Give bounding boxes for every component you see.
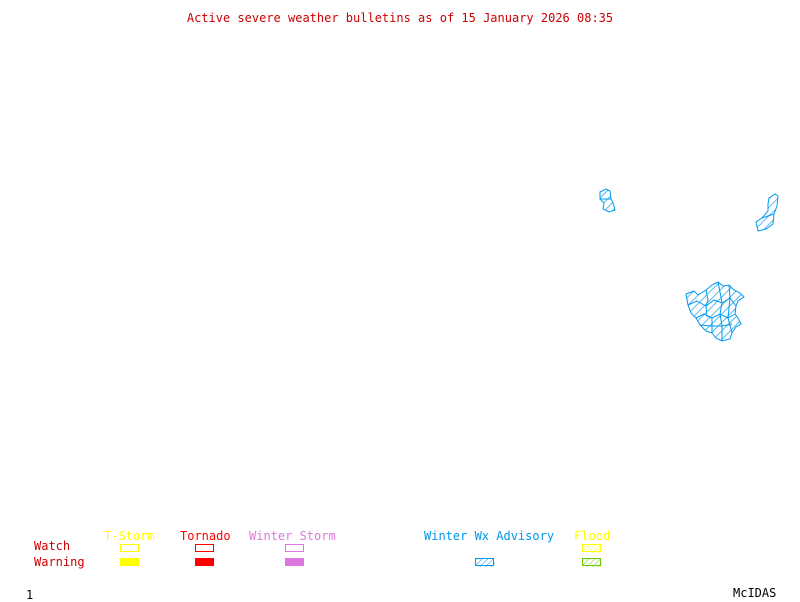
hatch-pattern-icon bbox=[583, 559, 602, 567]
bulletin-title: Active severe weather bulletins as of 15… bbox=[186, 11, 614, 25]
winter-storm-warning-swatch bbox=[285, 558, 304, 566]
flood-watch-swatch bbox=[582, 544, 602, 553]
warning-label: Warning bbox=[34, 555, 85, 569]
software-label: McIDAS bbox=[733, 586, 777, 600]
tstorm-watch-swatch bbox=[120, 544, 139, 552]
hatch-pattern-icon bbox=[583, 545, 602, 553]
tstorm-warning-swatch bbox=[120, 558, 139, 566]
advisory-area-2[interactable] bbox=[755, 193, 779, 232]
legend-tstorm-label: T-Storm bbox=[104, 529, 155, 543]
watch-label: Watch bbox=[34, 539, 71, 553]
legend-row-watch: Watch bbox=[34, 540, 70, 552]
advisory-area-1[interactable] bbox=[599, 188, 616, 213]
legend-winter-storm-label: Winter Storm bbox=[249, 529, 336, 543]
flood-warning-swatch bbox=[582, 558, 602, 567]
tornado-watch-swatch bbox=[195, 544, 214, 552]
tornado-warning-swatch bbox=[195, 558, 214, 566]
legend-flood-label: Flood bbox=[574, 529, 611, 543]
winter-wx-advisory-swatch bbox=[475, 558, 495, 567]
winter-storm-watch-swatch bbox=[285, 544, 304, 552]
frame-number: 1 bbox=[26, 588, 34, 602]
advisory-area-3[interactable] bbox=[685, 281, 745, 342]
legend-tornado-label: Tornado bbox=[180, 529, 231, 543]
hatch-pattern-icon bbox=[476, 559, 495, 567]
legend-winter-wx-advisory-label: Winter Wx Advisory bbox=[424, 529, 555, 543]
legend-row-warning: Warning bbox=[34, 556, 85, 568]
